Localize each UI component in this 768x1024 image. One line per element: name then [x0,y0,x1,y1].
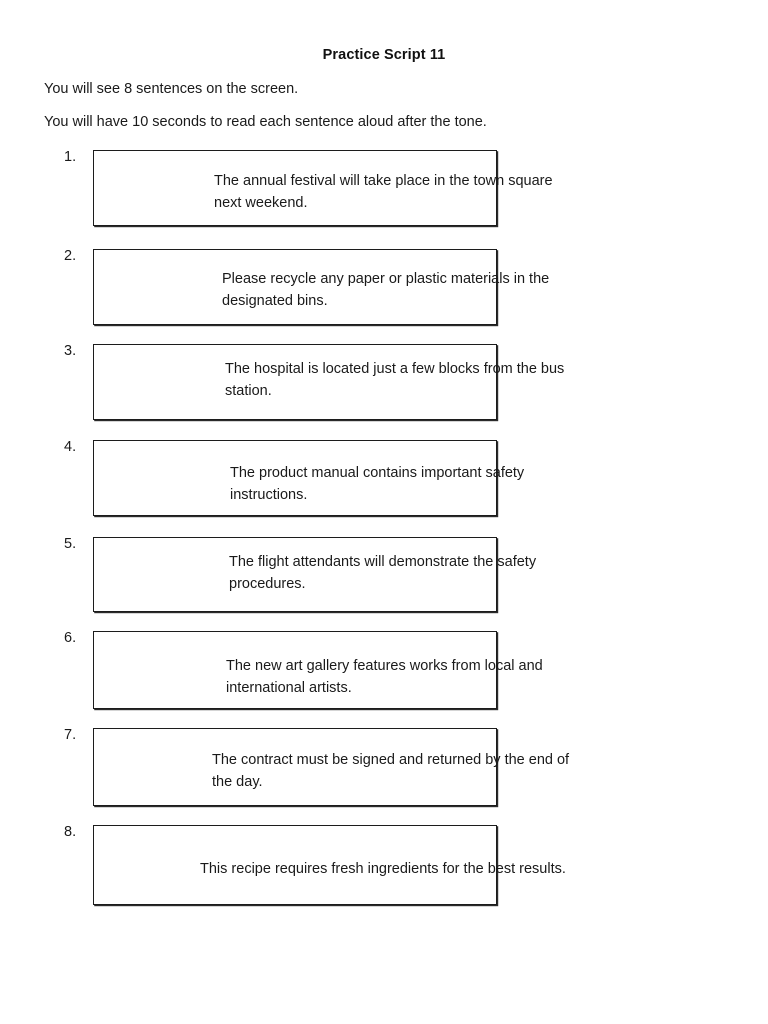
page-title: Practice Script 11 [322,47,446,63]
sentence-box[interactable]: The contract must be signed and returned… [93,728,569,806]
sentence-text: The hospital is located just a few block… [225,361,565,399]
instruction-line-1: You will see 8 sentences on the screen. [44,81,299,97]
item-number: 1. [64,149,77,165]
sentence-text: The annual festival will take place in t… [214,173,553,211]
item-number: 3. [64,343,77,359]
sentence-text: The new art gallery features works from … [226,658,543,696]
sentence-box[interactable]: The annual festival will take place in t… [93,150,553,226]
sentence-box[interactable]: Please recycle any paper or plastic mate… [93,249,549,325]
item-number: 6. [64,630,77,646]
instruction-line-2: You will have 10 seconds to read each se… [44,114,487,130]
sentence-box[interactable]: The flight attendants will demonstrate t… [93,537,536,612]
item-number: 5. [64,536,77,552]
instructions-block: You will see 8 sentences on the screen. … [44,80,644,146]
item-number: 2. [64,248,77,264]
sentence-text: Please recycle any paper or plastic mate… [222,271,550,309]
item-number: 8. [64,824,77,840]
sentence-text: The contract must be signed and returned… [212,752,570,790]
item-number: 7. [64,727,77,743]
sentence-box[interactable]: This recipe requires fresh ingredients f… [93,825,566,905]
sentence-box[interactable]: The new art gallery features works from … [93,631,543,709]
sentence-box[interactable]: The product manual contains important sa… [93,440,524,516]
item-number: 4. [64,439,77,455]
sentence-text: The flight attendants will demonstrate t… [229,554,537,592]
sentence-text: This recipe requires fresh ingredients f… [200,861,566,877]
sentence-box[interactable]: The hospital is located just a few block… [93,344,564,420]
sentence-text: The product manual contains important sa… [230,465,525,503]
